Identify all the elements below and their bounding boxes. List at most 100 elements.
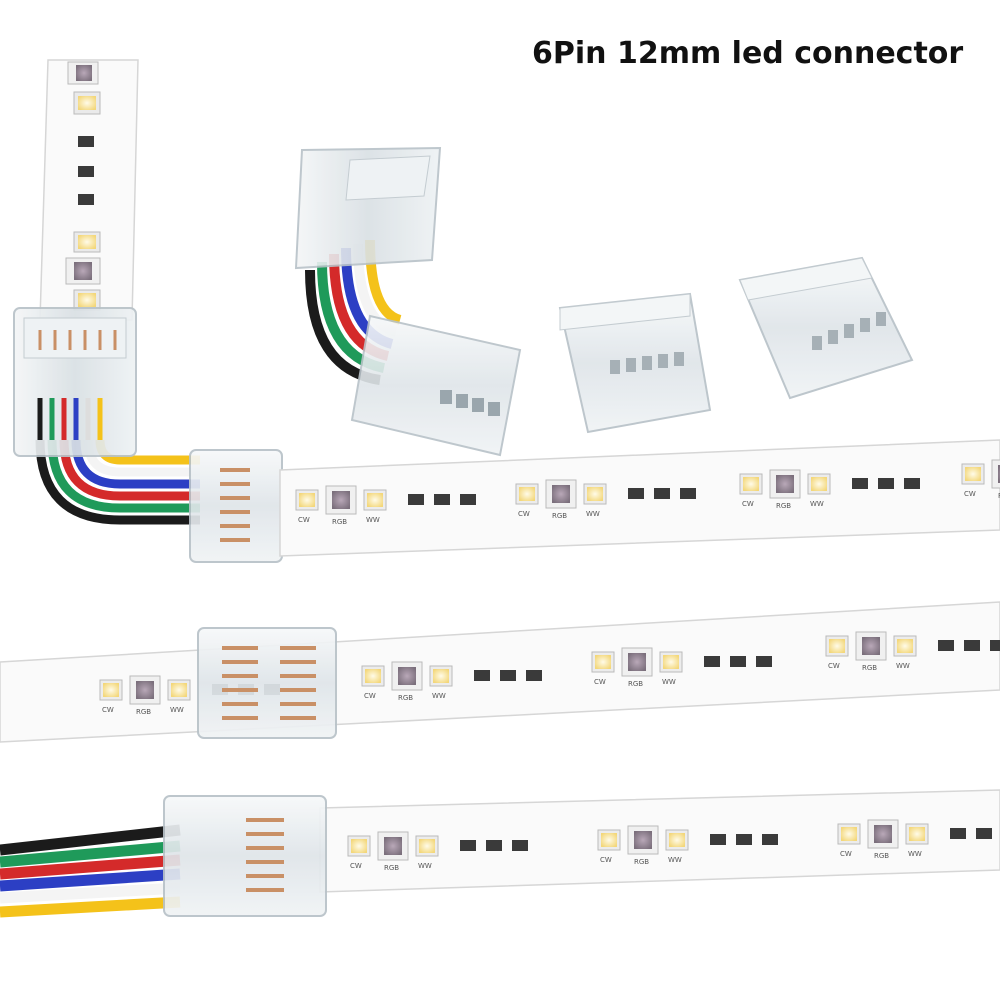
straight-connector-b — [738, 256, 914, 400]
ww-label: WW — [170, 706, 184, 714]
resistor — [762, 834, 778, 845]
ww-label: WW — [366, 516, 380, 524]
rgb-label: RGB — [998, 492, 1000, 500]
led-light — [365, 669, 381, 683]
rgb-light — [552, 485, 570, 503]
rgb-chip — [129, 675, 161, 705]
led-light — [433, 669, 449, 683]
rgb-light — [384, 837, 402, 855]
rgb-chip — [991, 459, 1000, 489]
product-title: 6Pin 12mm led connector — [532, 36, 964, 71]
cw-label: CW — [364, 692, 376, 700]
resistor — [904, 478, 920, 489]
led-light — [663, 655, 679, 669]
ww-label: WW — [668, 856, 682, 864]
rgb-label: RGB — [628, 680, 643, 688]
cw-label: CW — [742, 500, 754, 508]
ww-label: WW — [418, 862, 432, 870]
rgb-light — [862, 637, 880, 655]
vertical-led-strip — [39, 59, 139, 321]
resistor — [680, 488, 696, 499]
resistor — [950, 828, 966, 839]
cw-label: CW — [828, 662, 840, 670]
cw-label: CW — [840, 850, 852, 858]
rgb-label: RGB — [634, 858, 649, 866]
led-light — [103, 683, 119, 697]
led-light — [811, 477, 827, 491]
led-rgb-chip — [67, 61, 99, 85]
cable-connector — [163, 795, 327, 917]
resistor — [486, 840, 502, 851]
wire-bundle — [0, 824, 181, 918]
led-light — [829, 639, 845, 653]
resistor — [474, 670, 490, 681]
resistor — [938, 640, 954, 651]
resistor — [852, 478, 868, 489]
led-warm-chip — [73, 289, 101, 311]
led-light — [965, 467, 981, 481]
rgb-light — [634, 831, 652, 849]
cw-label: CW — [594, 678, 606, 686]
resistor-row — [78, 136, 94, 205]
resistor — [460, 840, 476, 851]
resistor — [976, 828, 992, 839]
resistor — [964, 640, 980, 651]
resistor — [408, 494, 424, 505]
led-light — [367, 493, 383, 507]
ww-label: WW — [908, 850, 922, 858]
strip-connector-middle — [197, 627, 337, 739]
led-group: CW RGB WW — [515, 479, 696, 520]
ww-label: WW — [586, 510, 600, 518]
ww-label: WW — [432, 692, 446, 700]
ww-label: WW — [896, 662, 910, 670]
cw-label: CW — [350, 862, 362, 870]
resistor — [736, 834, 752, 845]
led-group: CW RGB WW — [591, 647, 772, 688]
led-cool-chip — [73, 231, 101, 253]
rgb-light — [776, 475, 794, 493]
resistor — [434, 494, 450, 505]
resistor — [990, 640, 1000, 651]
led-light — [669, 833, 685, 847]
led-light — [299, 493, 315, 507]
ww-label: WW — [662, 678, 676, 686]
led-light — [601, 833, 617, 847]
led-light — [841, 827, 857, 841]
led-light — [351, 839, 367, 853]
led-warm-chip — [73, 91, 101, 115]
led-light — [743, 477, 759, 491]
rgb-label: RGB — [552, 512, 567, 520]
resistor — [628, 488, 644, 499]
led-light — [595, 655, 611, 669]
led-light — [519, 487, 535, 501]
cw-label: CW — [964, 490, 976, 498]
resistor — [710, 834, 726, 845]
l-connector-top — [294, 146, 522, 457]
cw-label: CW — [518, 510, 530, 518]
rgb-light — [398, 667, 416, 685]
led-light — [587, 487, 603, 501]
led-light — [897, 639, 913, 653]
resistor — [654, 488, 670, 499]
cw-label: CW — [102, 706, 114, 714]
resistor — [756, 656, 772, 667]
cw-label: CW — [298, 516, 310, 524]
resistor — [730, 656, 746, 667]
led-light — [909, 827, 925, 841]
resistor — [512, 840, 528, 851]
rgb-label: RGB — [776, 502, 791, 510]
l-connector-left — [13, 307, 283, 563]
rgb-light — [136, 681, 154, 699]
ww-label: WW — [810, 500, 824, 508]
rgb-label: RGB — [136, 708, 151, 716]
